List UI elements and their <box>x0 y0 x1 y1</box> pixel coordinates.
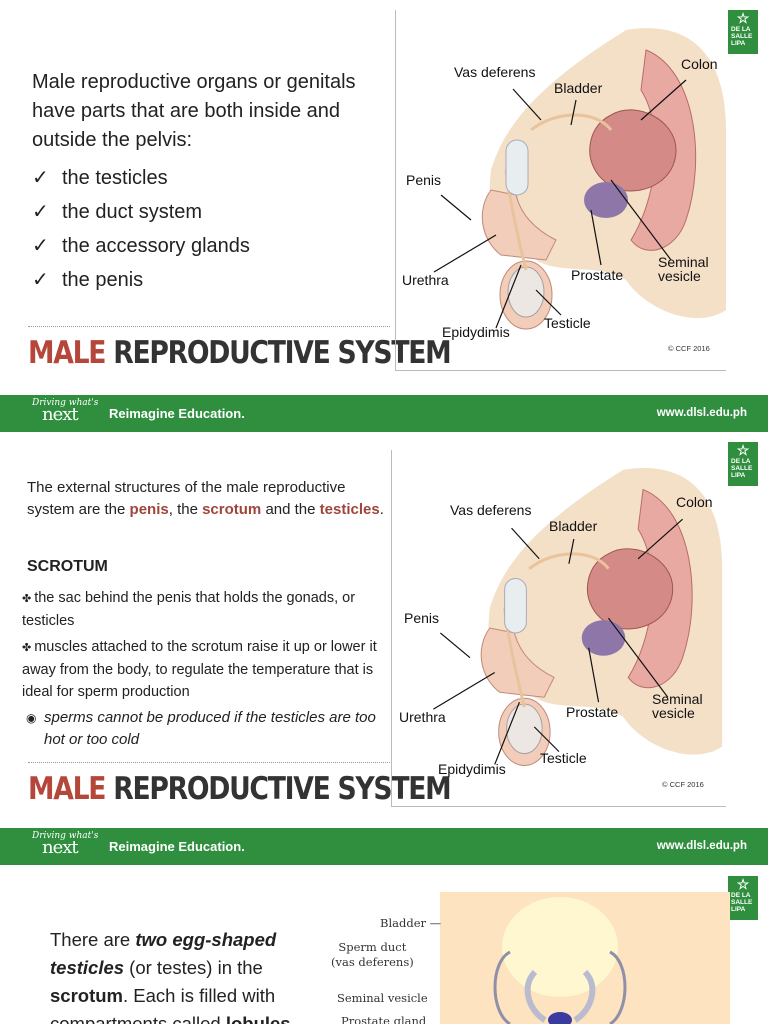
tagline: Reimagine Education. <box>109 839 245 854</box>
anatomy-illustration <box>433 467 723 766</box>
dlsl-logo: ☆ DE LA SALLE LIPA <box>728 876 758 920</box>
testes-illustration <box>493 897 627 1024</box>
label-epididymis: Epidydimis <box>442 324 510 340</box>
label-bladder: Bladder <box>554 80 603 96</box>
divider <box>28 326 390 327</box>
label-epididymis: Epidydimis <box>438 761 506 777</box>
label-seminal-vesicle: Seminal vesicle <box>652 691 703 721</box>
checklist: ✓the testicles ✓the duct system ✓the acc… <box>32 161 250 297</box>
intro-text: There are two egg-shaped testicles (or t… <box>50 929 291 1024</box>
anatomy-illustration <box>433 28 726 330</box>
dlsl-logo: ☆ DE LA SALLE LIPA <box>728 10 758 54</box>
label-seminal-vesicle: Seminal vesicle <box>658 254 709 284</box>
label-urethra: Urethra <box>399 709 446 725</box>
star-icon: ☆ <box>736 876 750 892</box>
label-vas-deferens: Vas deferens <box>450 502 532 518</box>
copyright: © CCF 2016 <box>662 780 704 789</box>
list-item: ✓the accessory glands <box>32 229 250 263</box>
label-vas-deferens: Vas deferens <box>454 64 536 80</box>
label-bladder: Bladder — <box>380 916 442 930</box>
radio-bullet-icon: ◉ <box>26 711 37 725</box>
label-prostate: Prostate <box>566 704 619 720</box>
list-item: ✤the sac behind the penis that holds the… <box>22 590 356 629</box>
label-testicle: Testicle <box>540 750 587 766</box>
label-colon: Colon <box>676 494 713 510</box>
intro-text: The external structures of the male repr… <box>27 479 384 518</box>
list-item: ✓the duct system <box>32 195 250 229</box>
slide-title: MALE REPRODUCTIVE SYSTEM <box>28 335 452 371</box>
label-urethra: Urethra <box>402 272 449 288</box>
section-heading: SCROTUM <box>27 558 108 575</box>
label-seminal-vesicle: Seminal vesicle <box>337 991 428 1005</box>
website-link[interactable]: www.dlsl.edu.ph <box>656 840 747 852</box>
tagline: Reimagine Education. <box>109 406 245 421</box>
slide-title: MALE REPRODUCTIVE SYSTEM <box>28 771 452 807</box>
label-sperm-duct: Sperm duct (vas deferens) <box>331 940 414 969</box>
anatomy-diagram: Vas deferens Bladder Colon Penis Seminal… <box>391 450 726 807</box>
label-penis: Penis <box>404 610 440 626</box>
cross-bullet-icon: ✤ <box>22 593 32 605</box>
sub-bullet: ◉sperms cannot be produced if the testic… <box>26 709 376 748</box>
check-icon: ✓ <box>32 235 49 257</box>
cross-bullet-icon: ✤ <box>22 642 32 654</box>
slide-1: ☆ DE LA SALLE LIPA Male reproductive org… <box>0 0 768 395</box>
slide-3: ☆ DE LA SALLE LIPA There are two egg-sha… <box>0 866 768 1024</box>
list-item: ✓the testicles <box>32 161 250 195</box>
check-icon: ✓ <box>32 201 49 223</box>
list-item: ✤muscles attached to the scrotum raise i… <box>22 639 377 700</box>
dlsl-logo: ☆ DE LA SALLE LIPA <box>728 442 758 486</box>
slide-2: ☆ DE LA SALLE LIPA The external structur… <box>0 432 768 828</box>
star-icon: ☆ <box>736 442 750 458</box>
intro-text: Male reproductive organs or genitals hav… <box>32 71 356 151</box>
label-colon: Colon <box>681 56 718 72</box>
check-icon: ✓ <box>32 269 49 291</box>
check-icon: ✓ <box>32 167 49 189</box>
anatomy-diagram: Vas deferens Bladder Colon Penis Seminal… <box>395 10 726 371</box>
website-link[interactable]: www.dlsl.edu.ph <box>656 407 747 419</box>
label-prostate-gland: Prostate gland <box>341 1014 427 1024</box>
label-bladder: Bladder <box>549 518 598 534</box>
label-prostate: Prostate <box>571 267 624 283</box>
list-item: ✓the penis <box>32 263 250 297</box>
divider <box>28 762 390 763</box>
copyright: © CCF 2016 <box>668 344 710 353</box>
star-icon: ☆ <box>736 10 750 26</box>
label-penis: Penis <box>406 172 442 188</box>
label-testicle: Testicle <box>544 315 591 331</box>
testes-diagram <box>440 892 730 1024</box>
